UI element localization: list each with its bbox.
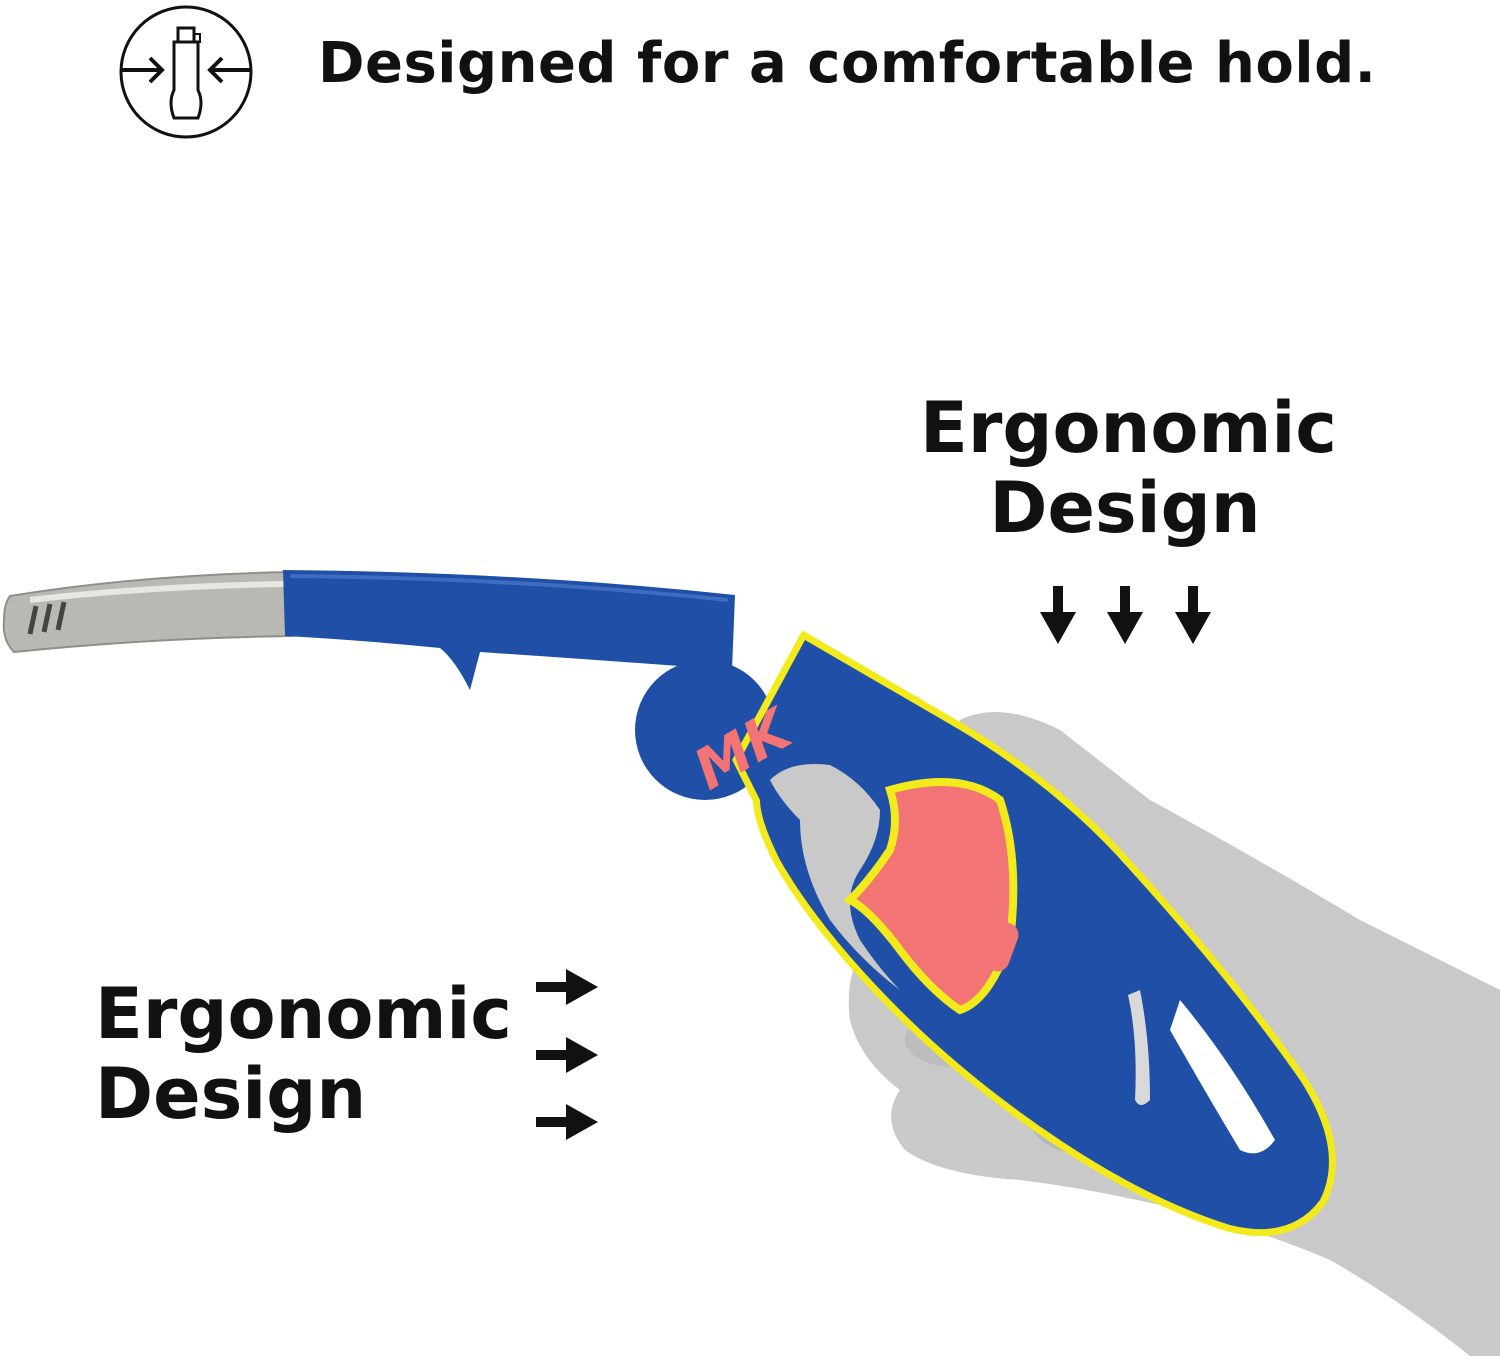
callout-line: Ergonomic: [920, 387, 1337, 469]
lighter-compress-icon: [119, 5, 253, 139]
callout-top-right: Ergonomic Design: [920, 387, 1337, 549]
lighter-shaft: [283, 570, 735, 690]
arrow-down-icon: [1040, 586, 1211, 644]
safety-button: [985, 922, 1019, 972]
headline: Designed for a comfortable hold.: [318, 31, 1377, 96]
callout-bottom-left: Ergonomic Design: [95, 974, 515, 1134]
lighter-handle: [732, 630, 1336, 1237]
trigger: [843, 778, 1018, 1015]
nozzle: [2, 570, 294, 654]
callout-line: Design: [95, 1053, 367, 1135]
arrow-right-icon: [536, 969, 598, 1140]
callout-line: Design: [989, 467, 1261, 549]
callout-line: Ergonomic: [95, 973, 512, 1055]
